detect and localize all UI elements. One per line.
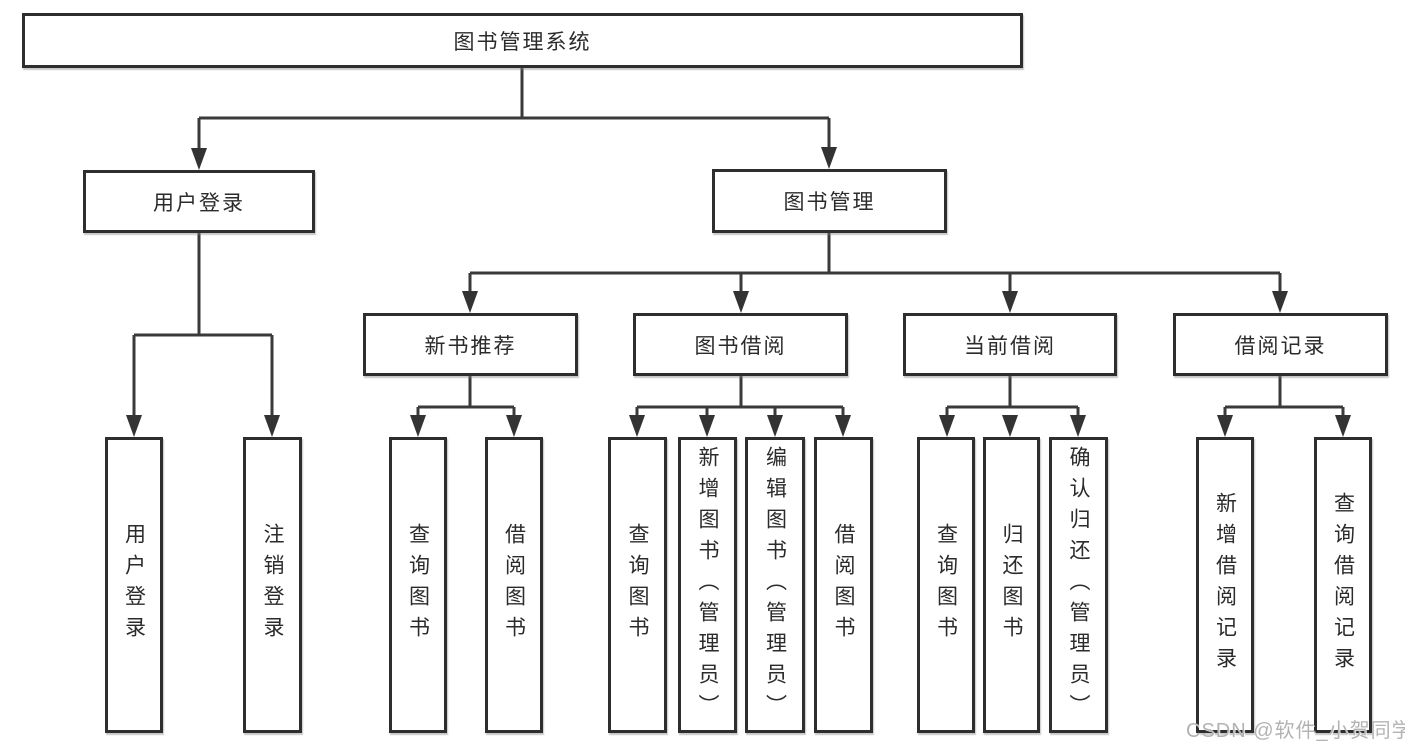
leaf-records-query: 查询借阅记录 bbox=[1314, 437, 1372, 733]
watermark-text: CSDN @软件_小贺同学 bbox=[1186, 720, 1405, 742]
node-user-login: 用户登录 bbox=[83, 170, 315, 233]
node-borrow-records: 借阅记录 bbox=[1173, 313, 1388, 376]
leaf-records-add: 新增借阅记录 bbox=[1196, 437, 1254, 733]
leaf-borrow-query-label: 查询图书 bbox=[626, 523, 649, 647]
node-current-borrow: 当前借阅 bbox=[903, 313, 1117, 376]
leaf-newbook-borrow-label: 借阅图书 bbox=[502, 523, 526, 647]
node-book-mgmt-label: 图书管理 bbox=[783, 191, 876, 214]
leaf-current-confirm-label: 确认归还（管理员） bbox=[1067, 445, 1090, 725]
leaf-user-login: 用户登录 bbox=[105, 437, 163, 733]
node-user-login-label: 用户登录 bbox=[153, 191, 245, 215]
leaf-borrow-borrow-label: 借阅图书 bbox=[832, 523, 855, 647]
leaf-borrow-edit-label: 编辑图书（管理员） bbox=[763, 445, 787, 725]
node-book-borrow: 图书借阅 bbox=[633, 313, 848, 376]
leaf-current-query-label: 查询图书 bbox=[934, 523, 958, 647]
node-new-book-rec-label: 新书推荐 bbox=[424, 334, 517, 358]
leaf-current-return-label: 归还图书 bbox=[1000, 523, 1023, 647]
leaf-logout: 注销登录 bbox=[243, 437, 302, 733]
leaf-borrow-query: 查询图书 bbox=[608, 437, 667, 733]
node-book-mgmt: 图书管理 bbox=[712, 169, 947, 233]
leaf-borrow-add-label: 新增图书（管理员） bbox=[696, 445, 719, 725]
leaf-current-confirm: 确认归还（管理员） bbox=[1049, 437, 1108, 733]
leaf-records-query-label: 查询借阅记录 bbox=[1331, 492, 1355, 678]
leaf-current-return: 归还图书 bbox=[983, 437, 1040, 733]
leaf-newbook-query-label: 查询图书 bbox=[406, 523, 430, 647]
leaf-records-add-label: 新增借阅记录 bbox=[1213, 492, 1237, 678]
leaf-current-query: 查询图书 bbox=[917, 437, 975, 733]
leaf-user-login-label: 用户登录 bbox=[122, 523, 146, 647]
leaf-borrow-edit: 编辑图书（管理员） bbox=[745, 437, 805, 733]
node-book-borrow-label: 图书借阅 bbox=[694, 334, 787, 358]
leaf-borrow-add: 新增图书（管理员） bbox=[678, 437, 737, 733]
node-root: 图书管理系统 bbox=[22, 13, 1023, 68]
leaf-borrow-borrow: 借阅图书 bbox=[814, 437, 873, 733]
leaf-newbook-borrow: 借阅图书 bbox=[485, 437, 543, 733]
node-new-book-rec: 新书推荐 bbox=[363, 313, 578, 376]
leaf-newbook-query: 查询图书 bbox=[389, 437, 447, 733]
node-borrow-records-label: 借阅记录 bbox=[1234, 334, 1327, 358]
leaf-logout-label: 注销登录 bbox=[261, 523, 284, 647]
node-current-borrow-label: 当前借阅 bbox=[964, 334, 1056, 358]
node-root-label: 图书管理系统 bbox=[453, 30, 592, 54]
